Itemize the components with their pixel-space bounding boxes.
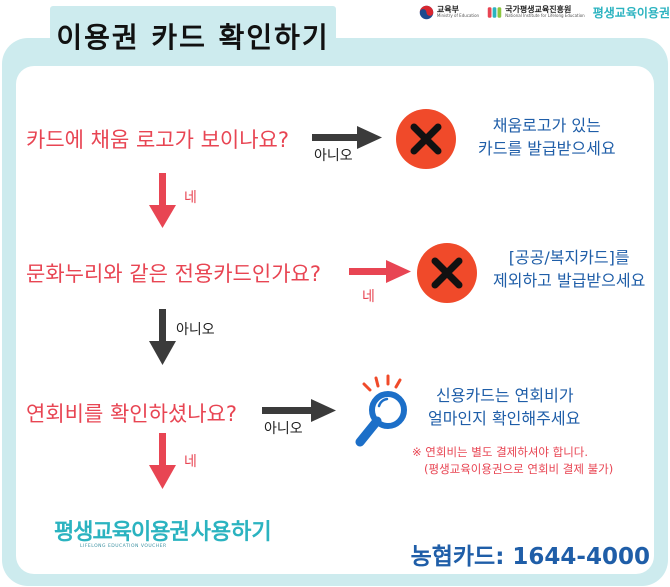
arrow-icon xyxy=(149,309,176,365)
voucher-brand-sub: LIFELONG EDUCATION VOUCHER xyxy=(80,544,167,549)
side-label-3: 아니오 xyxy=(264,421,303,437)
ministry-name: 교육부 xyxy=(436,5,459,14)
question-2: 문화누리와 같은 전용카드인가요? xyxy=(26,262,321,286)
partner-logos: 교육부 Ministry of Education 국가평생교육진흥원 Nati… xyxy=(419,0,670,24)
nh-card-phone: 농협카드: 1644-4000 xyxy=(410,544,650,570)
x-circle-icon xyxy=(396,109,456,169)
use-label: 사용하기 xyxy=(190,520,272,545)
institute-mark-icon xyxy=(487,6,502,18)
ministry-sub: Ministry of Education xyxy=(436,13,480,18)
side-label-2: 네 xyxy=(362,289,375,305)
fee-note: ※ 연회비는 별도 결제하셔야 합니다. (평생교육이용권으로 연회비 결제 불… xyxy=(412,444,613,477)
voucher-brand: 평생교육이용권 사용하기 LIFELONG EDUCATION VOUCHER xyxy=(54,514,272,549)
result-3-line-2: 얼마인지 확인해주세요 xyxy=(428,409,581,429)
result-2-line-2: 제외하고 발급받으세요 xyxy=(493,271,646,291)
page-title: 이용권 카드 확인하기 xyxy=(56,21,330,54)
fee-note-line-2: (평생교육이용권으로 연회비 결제 불가) xyxy=(424,461,614,476)
result-3-line-1: 신용카드는 연회비가 xyxy=(436,386,574,405)
title-box: 이용권 카드 확인하기 xyxy=(50,6,336,66)
institute-logo: 국가평생교육진흥원 National Institute for Lifelon… xyxy=(487,5,585,20)
question-3: 연회비를 확인하셨나요? xyxy=(26,402,238,426)
down-label-1: 네 xyxy=(184,190,197,206)
side-label-1: 아니오 xyxy=(314,148,353,164)
fee-note-line-1: ※ 연회비는 별도 결제하셔야 합니다. xyxy=(412,445,589,459)
result-1-line-1: 채움로고가 있는 xyxy=(492,116,601,135)
result-3: 신용카드는 연회비가 얼마인지 확인해주세요 xyxy=(428,384,580,430)
result-1: 채움로고가 있는 카드를 발급받으세요 xyxy=(478,114,616,160)
arrow-icon xyxy=(149,433,176,489)
content-panel xyxy=(16,66,654,574)
question-1: 카드에 채움 로고가 보이나요? xyxy=(26,128,290,152)
ministry-logo: 교육부 Ministry of Education xyxy=(419,5,479,20)
result-2-line-1: [공공/복지카드]를 xyxy=(508,248,630,267)
arrow-icon xyxy=(312,126,382,149)
voucher-brand-logo: 평생교육이용권 xyxy=(592,5,670,20)
result-1-line-2: 카드를 발급받으세요 xyxy=(478,139,616,159)
arrow-icon xyxy=(149,173,176,228)
arrow-icon xyxy=(349,260,411,283)
taegeuk-icon xyxy=(419,5,434,19)
arrow-icon xyxy=(262,399,336,422)
magnifier-icon xyxy=(355,374,407,447)
result-2: [공공/복지카드]를 제외하고 발급받으세요 xyxy=(493,246,645,292)
institute-name: 국가평생교육진흥원 xyxy=(505,5,572,14)
down-label-3: 네 xyxy=(184,454,197,470)
institute-sub: National Institute for Lifelong Educatio… xyxy=(505,13,585,18)
x-circle-icon xyxy=(417,243,477,303)
down-label-2: 아니오 xyxy=(176,322,215,338)
voucher-brand-name: 평생교육이용권 xyxy=(54,520,190,545)
